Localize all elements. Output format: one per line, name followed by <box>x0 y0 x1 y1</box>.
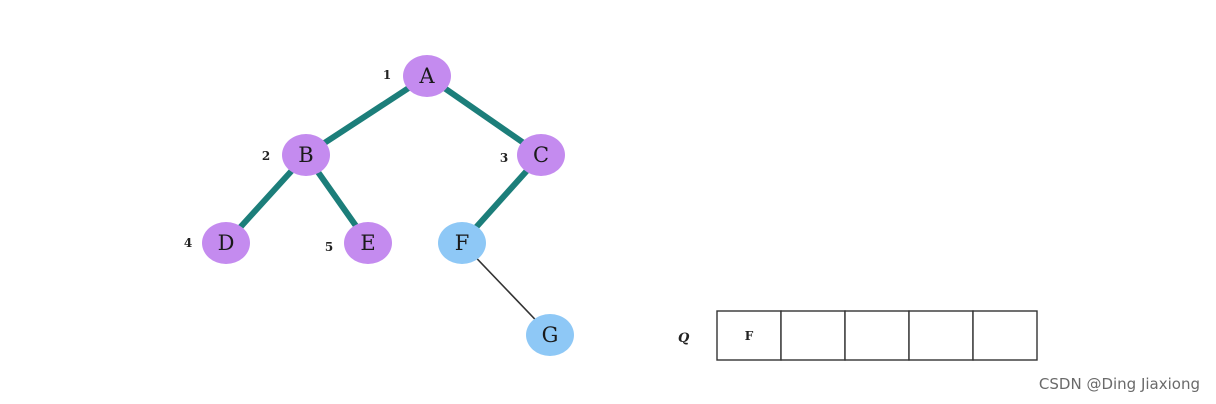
node-label: G <box>542 323 559 347</box>
node-label: A <box>418 64 435 88</box>
node-g: G <box>526 314 574 356</box>
node-circle <box>517 134 565 176</box>
queue-cells: F <box>716 310 1038 361</box>
node-order-index: 5 <box>325 240 333 254</box>
node-circle <box>403 55 451 97</box>
queue-label: Q <box>678 331 690 346</box>
queue: Q F <box>678 310 1038 361</box>
node-order-index: 2 <box>262 149 270 163</box>
node-circle <box>202 222 250 264</box>
tree-edges <box>223 73 551 336</box>
queue-cell <box>780 310 846 361</box>
node-order-index: 3 <box>500 151 508 165</box>
node-circle <box>282 134 330 176</box>
node-f: F <box>438 222 486 264</box>
watermark: CSDN @Ding Jiaxiong <box>1038 375 1200 393</box>
queue-cell-box <box>972 310 1038 361</box>
node-label: B <box>298 143 313 167</box>
node-label: F <box>455 231 470 255</box>
queue-cell-box <box>844 310 910 361</box>
node-e: E5 <box>325 222 392 264</box>
node-label: D <box>218 231 235 255</box>
node-circle <box>344 222 392 264</box>
node-label: E <box>360 231 375 255</box>
node-circle <box>526 314 574 356</box>
edge-a-b <box>303 73 430 158</box>
node-order-index: 4 <box>184 236 192 250</box>
node-b: B2 <box>262 134 330 176</box>
queue-cell <box>972 310 1038 361</box>
queue-cell-box <box>716 310 782 361</box>
node-label: C <box>533 143 549 167</box>
node-d: D4 <box>184 222 250 264</box>
queue-cell: F <box>716 310 782 361</box>
node-c: C3 <box>500 134 565 176</box>
node-order-index: 1 <box>383 68 391 82</box>
queue-cell-value: F <box>745 329 754 343</box>
queue-cell-box <box>780 310 846 361</box>
queue-cell-box <box>908 310 974 361</box>
queue-cell <box>844 310 910 361</box>
edge-a-c <box>424 73 544 158</box>
node-circle <box>438 222 486 264</box>
node-a: A1 <box>383 55 451 97</box>
queue-cell <box>908 310 974 361</box>
